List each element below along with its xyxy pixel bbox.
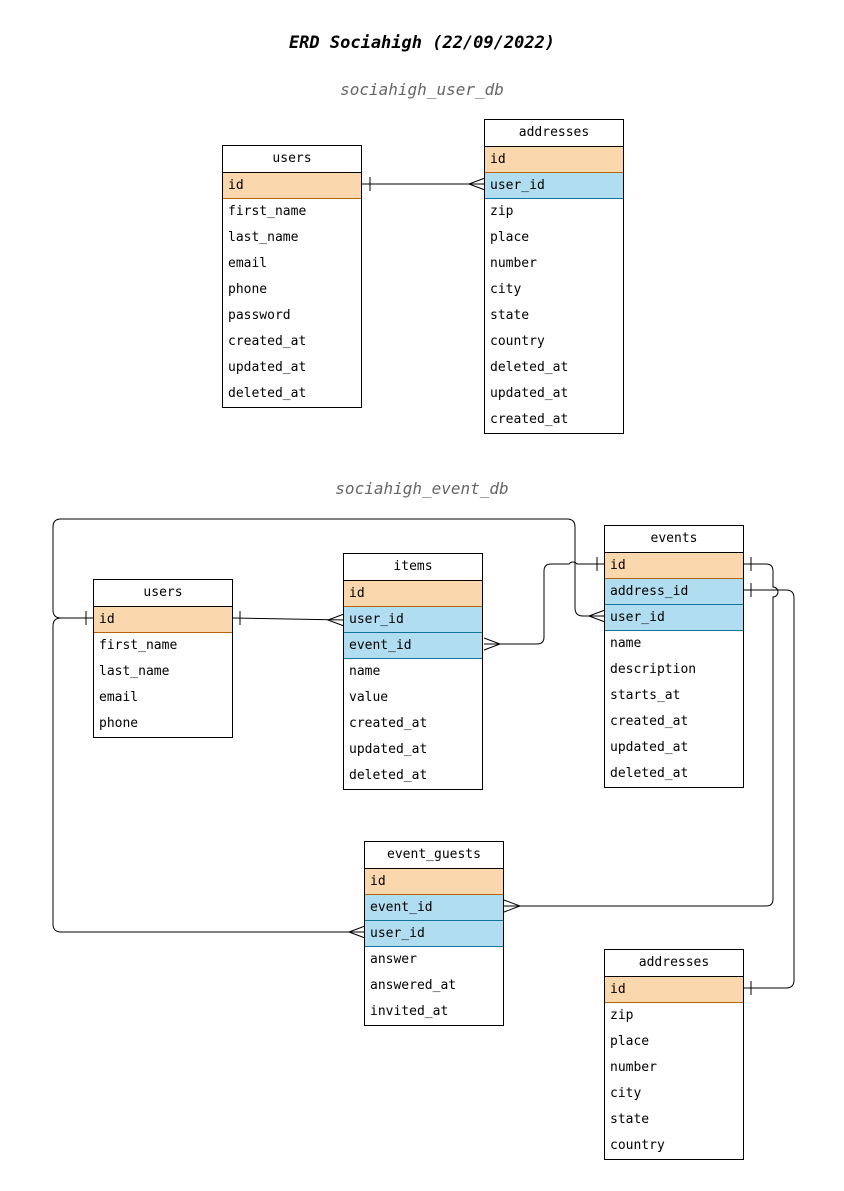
- entity-header: items: [344, 554, 482, 581]
- entity-field: country: [490, 334, 545, 349]
- entity-field: created_at: [490, 412, 569, 427]
- entity-field: email: [99, 690, 139, 705]
- entity-header: event_guests: [365, 842, 503, 869]
- entity-field: created_at: [228, 334, 307, 349]
- entity-field: created_at: [349, 716, 428, 731]
- primary-key-field: id: [605, 553, 743, 579]
- primary-key-field: id: [94, 607, 232, 633]
- many-marker: [467, 177, 486, 191]
- many-marker: [587, 609, 606, 623]
- entity-field: zip: [490, 204, 514, 219]
- foreign-key-field: event_id: [344, 633, 482, 659]
- entity-field: last_name: [228, 230, 299, 245]
- rel-users-events: [52, 518, 605, 619]
- entity-field: number: [490, 256, 537, 271]
- foreign-key-field: user_id: [365, 921, 503, 947]
- entity-field: updated_at: [228, 360, 307, 375]
- entity-field: invited_at: [370, 1004, 449, 1019]
- foreign-key-field: address_id: [605, 579, 743, 605]
- primary-key-field: id: [485, 147, 623, 173]
- rel-events-guests: [504, 563, 779, 907]
- entity-field: phone: [228, 282, 268, 297]
- many-marker: [347, 925, 366, 939]
- entity-field: state: [610, 1112, 650, 1127]
- many-marker: [483, 637, 502, 651]
- entity-field: updated_at: [610, 740, 689, 755]
- entity-field: value: [349, 690, 389, 705]
- section-title-event-db: sociahigh_event_db: [335, 479, 509, 498]
- entity-field: zip: [610, 1008, 634, 1023]
- entity-field: last_name: [99, 664, 170, 679]
- entity-field: name: [610, 636, 642, 651]
- entity-field: city: [610, 1086, 642, 1101]
- entity-field: answer: [370, 952, 417, 967]
- foreign-key-field: user_id: [605, 605, 743, 631]
- entity-field: first_name: [99, 638, 178, 653]
- entity-field: deleted_at: [490, 360, 569, 375]
- entity-field: place: [610, 1034, 650, 1049]
- entity-header: events: [605, 526, 743, 553]
- entity-field: answered_at: [370, 978, 457, 993]
- entity-header: addresses: [485, 120, 623, 147]
- entity-field: starts_at: [610, 688, 681, 703]
- entity-field: city: [490, 282, 522, 297]
- primary-key-field: id: [344, 581, 482, 607]
- many-marker: [326, 613, 345, 627]
- entity-field: updated_at: [490, 386, 569, 401]
- primary-key-field: id: [365, 869, 503, 895]
- foreign-key-field: user_id: [485, 173, 623, 199]
- foreign-key-field: event_id: [365, 895, 503, 921]
- rel-users-items: [232, 617, 345, 621]
- entity-field: password: [228, 308, 291, 323]
- entity-field: country: [610, 1138, 665, 1153]
- entity-field: created_at: [610, 714, 689, 729]
- entity-header: addresses: [605, 950, 743, 977]
- primary-key-field: id: [223, 173, 361, 199]
- entity-field: first_name: [228, 204, 307, 219]
- rel-users-guests: [52, 617, 365, 933]
- entity-field: email: [228, 256, 268, 271]
- entity-field: place: [490, 230, 530, 245]
- entity-field: deleted_at: [349, 768, 428, 783]
- entity-field: description: [610, 662, 697, 677]
- entity-field: state: [490, 308, 530, 323]
- entity-field: deleted_at: [228, 386, 307, 401]
- section-title-user-db: sociahigh_user_db: [340, 80, 504, 99]
- entity-field: name: [349, 664, 381, 679]
- entity-field: updated_at: [349, 742, 428, 757]
- entity-header: users: [94, 580, 232, 607]
- entity-header: users: [223, 146, 361, 173]
- foreign-key-field: user_id: [344, 607, 482, 633]
- entity-field: deleted_at: [610, 766, 689, 781]
- entity-field: phone: [99, 716, 139, 731]
- entity-field: number: [610, 1060, 657, 1075]
- rel-events-items: [484, 561, 605, 645]
- many-marker: [503, 899, 522, 913]
- rel-addresses-events: [744, 589, 795, 989]
- primary-key-field: id: [605, 977, 743, 1003]
- diagram-title: ERD Sociahigh (22/09/2022): [288, 33, 556, 53]
